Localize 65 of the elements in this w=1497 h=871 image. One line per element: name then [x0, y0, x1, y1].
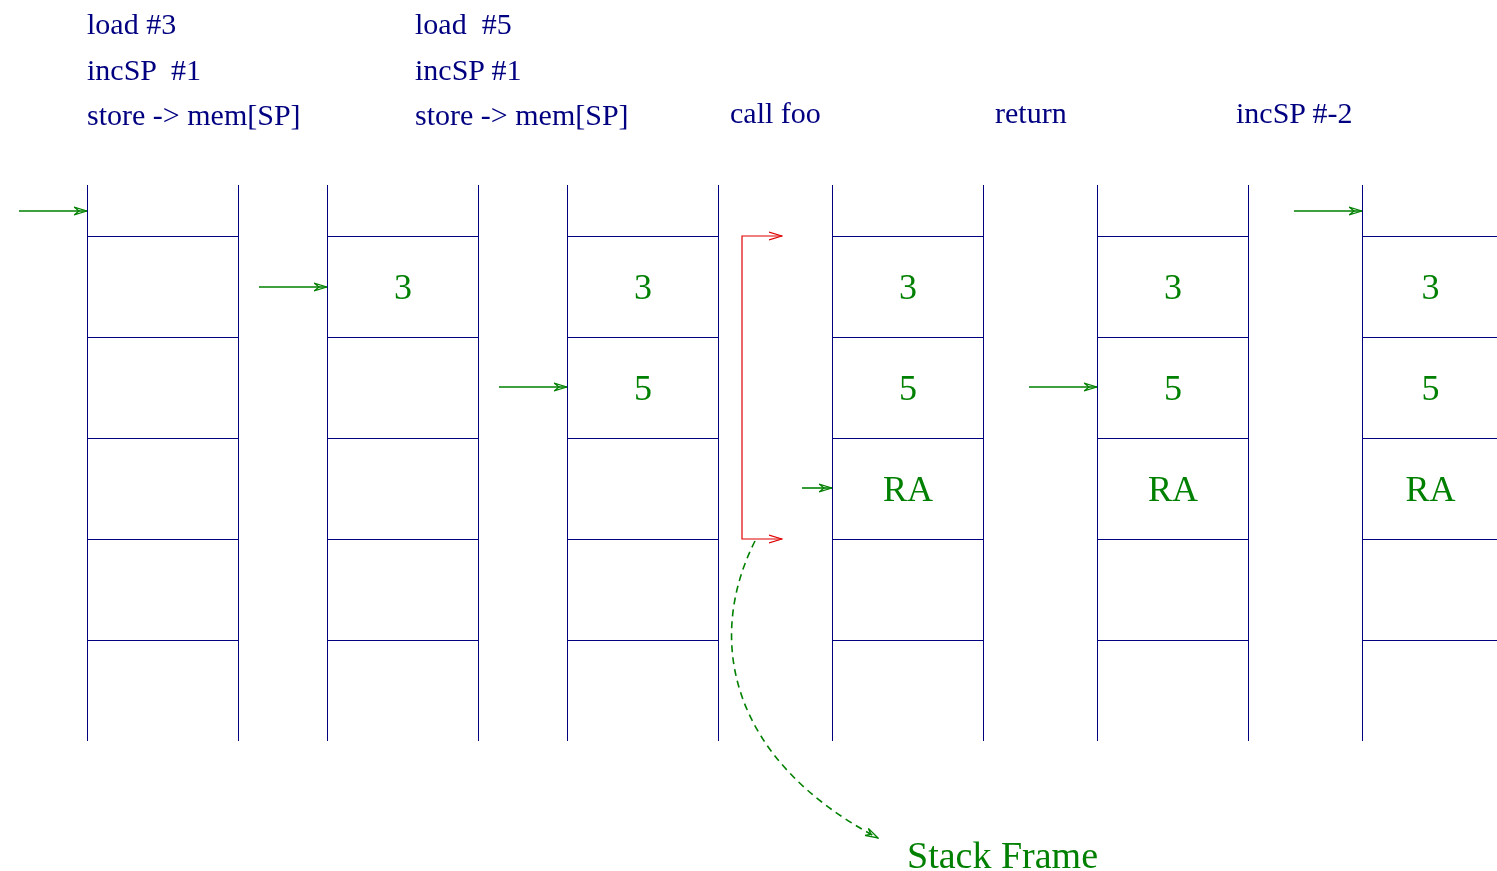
- stack-cell: [567, 438, 719, 539]
- stack-pointer-arrow: [1293, 206, 1363, 216]
- cell-value: 3: [1421, 266, 1440, 308]
- stack-cell: [87, 185, 239, 236]
- cell-value: 5: [1421, 367, 1440, 409]
- stack-frame-label: Stack Frame: [878, 836, 1098, 871]
- instruction-text: call foo: [730, 98, 821, 128]
- stack-cell: [832, 185, 984, 236]
- stack-cell: [1362, 438, 1497, 539]
- cell-value: 5: [1164, 367, 1182, 409]
- cell-value: 5: [634, 367, 652, 409]
- stack-cell: [1097, 236, 1249, 337]
- instruction-text: store -> mem[SP]: [87, 100, 301, 130]
- stack-cell: [327, 236, 479, 337]
- stack-cell: [327, 185, 479, 236]
- instruction-text: incSP #-2: [1236, 98, 1353, 128]
- stack-cell: [87, 640, 239, 741]
- stack-pointer-arrow: [498, 382, 568, 392]
- instruction-text: return: [995, 98, 1067, 128]
- stack-cell: [567, 640, 719, 741]
- stack-cell: [327, 539, 479, 640]
- stack-pointer-arrow: [1028, 382, 1098, 392]
- stack-cell: [1362, 539, 1497, 640]
- cell-value: RA: [1405, 468, 1456, 510]
- cell-value: 3: [1164, 266, 1182, 308]
- stack-cell: [1097, 185, 1249, 236]
- bracket: [741, 230, 784, 541]
- stack-cell: [1097, 539, 1249, 640]
- cell-value: RA: [883, 468, 933, 510]
- stack-cell: [832, 337, 984, 438]
- stack-cell: [567, 337, 719, 438]
- stack-cell: [87, 236, 239, 337]
- leader-line: [731, 540, 879, 839]
- stack-cell: [327, 640, 479, 741]
- stack-cell: [1362, 640, 1497, 741]
- stack-cell: [87, 337, 239, 438]
- stack-cell: [1362, 236, 1497, 337]
- instruction-text: load #5: [415, 9, 512, 39]
- stack-cell: [567, 236, 719, 337]
- stack-cell: [327, 438, 479, 539]
- stack-cell: [327, 337, 479, 438]
- cell-value: 3: [634, 266, 652, 308]
- stack-cell: [87, 539, 239, 640]
- stack-cell: [1097, 337, 1249, 438]
- instruction-text: load #3: [87, 9, 177, 39]
- stack-cell: [832, 640, 984, 741]
- stack-cell: [832, 438, 984, 539]
- stack-pointer-arrow: [258, 282, 328, 292]
- stack-cell: [87, 438, 239, 539]
- instruction-text: incSP #1: [415, 55, 522, 85]
- stack-pointer-arrow: [18, 206, 88, 216]
- stack-cell: [1097, 640, 1249, 741]
- instruction-text: store -> mem[SP]: [415, 100, 629, 130]
- cell-value: 3: [394, 266, 412, 308]
- stack-cell: [832, 236, 984, 337]
- stack-cell: [832, 539, 984, 640]
- stack-cell: [1097, 438, 1249, 539]
- instruction-text: incSP #1: [87, 55, 201, 85]
- cell-value: 5: [899, 367, 917, 409]
- stack-pointer-arrow: [801, 483, 833, 493]
- stack-cell: [1362, 337, 1497, 438]
- stack-cell: [567, 185, 719, 236]
- cell-value: 3: [899, 266, 917, 308]
- stack-cell: [567, 539, 719, 640]
- cell-value: RA: [1148, 468, 1198, 510]
